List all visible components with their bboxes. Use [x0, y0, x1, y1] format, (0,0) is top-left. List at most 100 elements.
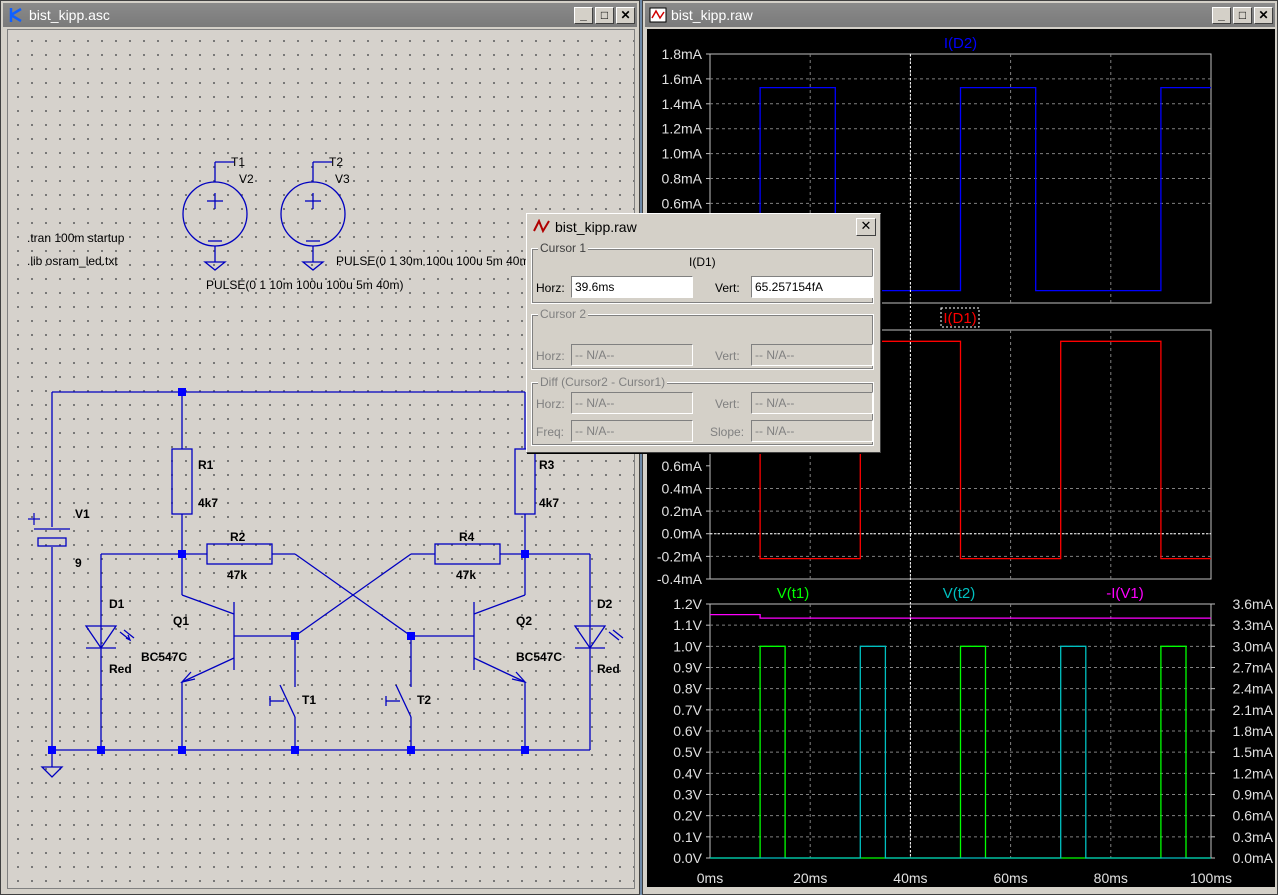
r3-value: 4k7	[539, 496, 560, 510]
cursor1-horz-field[interactable]: 39.6ms	[571, 276, 693, 298]
trace-id1	[710, 340, 1211, 560]
v2-name: V2	[239, 172, 254, 186]
schematic-drawing	[28, 161, 624, 778]
cursor2-group: Cursor 2 Horz: -- N/A-- Vert: -- N/A--	[531, 307, 874, 370]
y2-tick-label: 1.5mA	[1233, 744, 1274, 760]
r1-value: 4k7	[198, 496, 219, 510]
y2-tick-label: 3.0mA	[1233, 638, 1274, 654]
waveform-plot-area[interactable]: 1.8mA1.6mA1.4mA1.2mA1.0mA0.8mA0.6mA0.4mA…	[647, 29, 1275, 887]
close-icon[interactable]: ✕	[856, 218, 876, 236]
y-tick-label: 0.3V	[673, 787, 702, 803]
y2-tick-label: 0.9mA	[1233, 787, 1274, 803]
cursor1-horz-label: Horz:	[536, 281, 565, 295]
cursor1-group: Cursor 1 I(D1) Horz: 39.6ms Vert: 65.257…	[531, 241, 874, 304]
d1-name: D1	[109, 597, 125, 611]
trace-title-vt1: V(t1)	[777, 585, 810, 602]
y-tick-label: 1.0V	[673, 638, 702, 654]
schematic-titlebar[interactable]: bist_kipp.asc _ □ ✕	[3, 3, 637, 27]
v1-value: 9	[75, 556, 82, 570]
v3-name: V3	[335, 172, 350, 186]
y-tick-label: 1.6mA	[662, 71, 703, 87]
close-button[interactable]: ✕	[1254, 6, 1273, 24]
tran-directive[interactable]: .tran 100m startup	[27, 231, 125, 245]
maximize-button[interactable]: □	[1233, 6, 1252, 24]
y-tick-label: -0.2mA	[657, 548, 703, 564]
y-tick-label: 0.9V	[673, 660, 702, 676]
y-tick-label: 1.1V	[673, 617, 702, 633]
cursor-dialog-titlebar[interactable]: bist_kipp.raw	[529, 216, 878, 238]
cursor1-trace: I(D1)	[689, 255, 716, 269]
x-tick-label: 80ms	[1094, 870, 1128, 886]
y2-tick-label: 2.1mA	[1233, 702, 1274, 718]
r3-name: R3	[539, 458, 555, 472]
cursor2-vert-field: -- N/A--	[751, 344, 873, 366]
trace-title-id1: I(D1)	[943, 310, 976, 327]
y-tick-label: 0.6mA	[662, 458, 703, 474]
y-tick-label: 1.4mA	[662, 96, 703, 112]
diff-legend: Diff (Cursor2 - Cursor1)	[538, 375, 668, 389]
y-tick-label: 0.1V	[673, 829, 702, 845]
y-tick-label: 0.4V	[673, 765, 702, 781]
y-tick-label: 1.0mA	[662, 146, 703, 162]
waveform-title: bist_kipp.raw	[671, 7, 753, 23]
y-tick-label: 0.6mA	[662, 195, 703, 211]
y2-tick-label: 1.8mA	[1233, 723, 1274, 739]
cursor1-vert-field[interactable]: 65.257154fA	[751, 276, 873, 298]
y-tick-label: 0.7V	[673, 702, 702, 718]
v1-name: V1	[75, 507, 90, 521]
waveform-plots[interactable]: 1.8mA1.6mA1.4mA1.2mA1.0mA0.8mA0.6mA0.4mA…	[647, 29, 1275, 887]
r4-name: R4	[459, 530, 475, 544]
y-tick-label: 0.2mA	[662, 503, 703, 519]
y2-tick-label: 2.4mA	[1233, 681, 1274, 697]
diff-group: Diff (Cursor2 - Cursor1) Horz: -- N/A-- …	[531, 375, 874, 446]
y2-tick-label: 0.6mA	[1233, 808, 1274, 824]
q2-value: BC547C	[516, 650, 563, 664]
close-button[interactable]: ✕	[616, 6, 635, 24]
diff-horz-label: Horz:	[536, 397, 565, 411]
x-tick-label: 100ms	[1190, 870, 1232, 886]
minimize-button[interactable]: _	[1212, 6, 1231, 24]
minimize-button[interactable]: _	[574, 6, 593, 24]
diff-vert-field: -- N/A--	[751, 392, 873, 414]
diff-slope-label: Slope:	[710, 425, 745, 439]
cursor1-vert-label: Vert:	[715, 281, 740, 295]
diff-horz-field: -- N/A--	[571, 392, 693, 414]
y-tick-label: 1.8mA	[662, 46, 703, 62]
r2-name: R2	[230, 530, 246, 544]
schematic-canvas[interactable]: .tran 100m startup .lib osram_led.txt T1…	[7, 29, 635, 889]
maximize-button[interactable]: □	[595, 6, 614, 24]
waveform-window[interactable]: bist_kipp.raw _ □ ✕ 1.8mA 1.6mA 1.4mA 1.2mA…	[642, 0, 1278, 895]
schematic-title: bist_kipp.asc	[29, 7, 110, 23]
cursor-dialog[interactable]: bist_kipp.raw ✕ Cursor 1 I(D1) Horz: 39.…	[526, 213, 881, 453]
y2-tick-label: 2.7mA	[1233, 660, 1274, 676]
y-tick-label: 0.2V	[673, 808, 702, 824]
r2-value: 47k	[227, 568, 248, 582]
d2-name: D2	[597, 597, 613, 611]
waveform-app-icon	[649, 6, 667, 24]
waveform-titlebar[interactable]: bist_kipp.raw _ □ ✕	[645, 3, 1275, 27]
trace-iv1	[710, 613, 1211, 619]
lib-directive[interactable]: .lib osram_led.txt	[27, 254, 118, 268]
y-tick-label: 0.8mA	[662, 171, 703, 187]
v3-value[interactable]: PULSE(0 1 30m 100u 100u 5m 40m)	[336, 254, 534, 268]
cursor2-vert-label: Vert:	[715, 349, 740, 363]
diff-freq-field: -- N/A--	[571, 420, 693, 442]
y-tick-label: 1.2mA	[662, 121, 703, 137]
cursor2-horz-label: Horz:	[536, 349, 565, 363]
y-tick-label: 0.5V	[673, 744, 702, 760]
d2-value: Red	[597, 662, 620, 676]
q1-name: Q1	[173, 614, 190, 628]
diff-vert-label: Vert:	[715, 397, 740, 411]
schematic-window[interactable]: bist_kipp.asc _ □ ✕	[0, 0, 640, 895]
cursor2-legend: Cursor 2	[538, 307, 589, 321]
d1-value: Red	[109, 662, 132, 676]
q2-name: Q2	[516, 614, 533, 628]
cursor1-legend: Cursor 1	[538, 241, 589, 255]
trace-vt1	[710, 645, 1211, 859]
t1-switch-label: T1	[302, 693, 317, 707]
diff-slope-field: -- N/A--	[751, 420, 873, 442]
trace-title-id2: I(D2)	[944, 35, 977, 52]
t2-switch-label: T2	[417, 693, 432, 707]
v2-value[interactable]: PULSE(0 1 10m 100u 100u 5m 40m)	[206, 278, 404, 292]
trace-title-iv1: -I(V1)	[1106, 585, 1144, 602]
